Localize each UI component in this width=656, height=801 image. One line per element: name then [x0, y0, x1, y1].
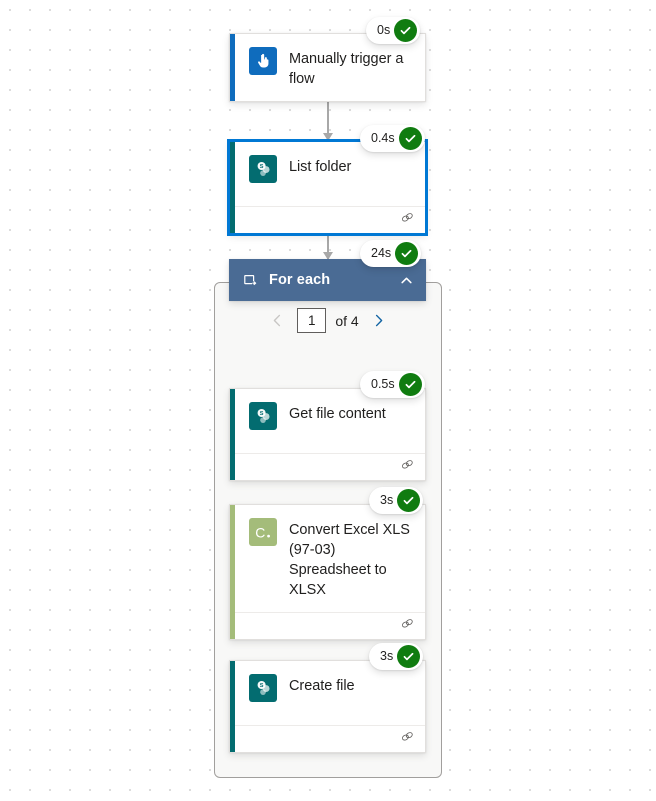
card-header: S List folder: [230, 142, 425, 206]
success-check-icon: [397, 645, 421, 668]
card-footer: [230, 453, 425, 480]
connector-list-to-foreach: [323, 211, 333, 260]
chain-link-icon[interactable]: [400, 616, 415, 636]
action-card-manually-trigger-a-flow[interactable]: Manually trigger a flow: [229, 33, 426, 102]
card-title: Manually trigger a flow: [289, 51, 404, 87]
duration-label: 3s: [380, 649, 394, 664]
status-badge-foreach: 24s: [360, 240, 422, 267]
arrowhead-icon: [323, 252, 333, 260]
status-badge-manually-trigger-a-flow: 0s: [366, 17, 421, 44]
card-title: List folder: [289, 159, 352, 175]
success-check-icon: [397, 489, 421, 512]
sharepoint-icon: S: [249, 674, 277, 702]
chevron-up-icon[interactable]: [394, 268, 418, 292]
duration-label: 24s: [371, 246, 392, 261]
duration-label: 0.4s: [371, 131, 395, 146]
card-footer: [230, 725, 425, 752]
card-header: S Get file content: [230, 389, 425, 453]
status-badge-create-file: 3s: [369, 643, 424, 670]
duration-label: 3s: [380, 493, 394, 508]
card-footer: [230, 612, 425, 639]
card-header: S Create file: [230, 661, 425, 725]
card-accent-bar: [230, 661, 235, 752]
sharepoint-icon: S: [249, 155, 277, 183]
foreach-pager: of 4: [214, 308, 442, 333]
card-header: Manually trigger a flow: [230, 34, 425, 101]
status-badge-convert-excel-xls-to-xlsx: 3s: [369, 487, 424, 514]
duration-label: 0.5s: [371, 377, 395, 392]
chain-link-icon[interactable]: [400, 729, 415, 749]
action-card-convert-excel-xls-to-xlsx[interactable]: C Convert Excel XLS (97-03) Spreadsheet …: [229, 504, 426, 640]
hand-pointer-icon: [249, 47, 277, 75]
svg-text:C: C: [255, 525, 265, 541]
success-check-icon: [398, 127, 422, 150]
action-card-list-folder[interactable]: S List folder: [227, 139, 428, 236]
pager-prev-button[interactable]: [266, 310, 288, 332]
chain-link-icon[interactable]: [400, 457, 415, 477]
card-title: Get file content: [289, 406, 386, 422]
pager-page-input[interactable]: [297, 308, 327, 333]
foreach-title: For each: [269, 272, 331, 288]
card-accent-bar: [230, 505, 235, 639]
action-card-get-file-content[interactable]: S Get file content: [229, 388, 426, 481]
status-badge-list-folder: 0.4s: [360, 125, 425, 152]
card-header: C Convert Excel XLS (97-03) Spreadsheet …: [230, 505, 425, 612]
status-badge-get-file-content: 0.5s: [360, 371, 425, 398]
card-accent-bar: [230, 142, 235, 233]
card-title: Convert Excel XLS (97-03) Spreadsheet to…: [289, 522, 410, 598]
success-check-icon: [398, 373, 422, 396]
loop-icon: [242, 272, 258, 288]
card-accent-bar: [230, 389, 235, 480]
svg-text:S: S: [259, 683, 263, 689]
success-check-icon: [395, 242, 419, 265]
chain-link-icon[interactable]: [400, 210, 415, 230]
svg-text:S: S: [259, 164, 263, 170]
svg-text:S: S: [259, 411, 263, 417]
connector-trigger-to-list: [323, 96, 333, 141]
card-footer: [230, 206, 425, 233]
converter-c-icon: C: [249, 518, 277, 546]
card-title: Create file: [289, 678, 355, 694]
card-accent-bar: [230, 34, 235, 101]
pager-next-button[interactable]: [368, 310, 390, 332]
action-card-create-file[interactable]: S Create file: [229, 660, 426, 753]
duration-label: 0s: [377, 23, 391, 38]
success-check-icon: [394, 19, 418, 42]
pager-total-label: of 4: [335, 312, 359, 329]
arrowhead-icon: [323, 133, 333, 141]
sharepoint-icon: S: [249, 402, 277, 430]
